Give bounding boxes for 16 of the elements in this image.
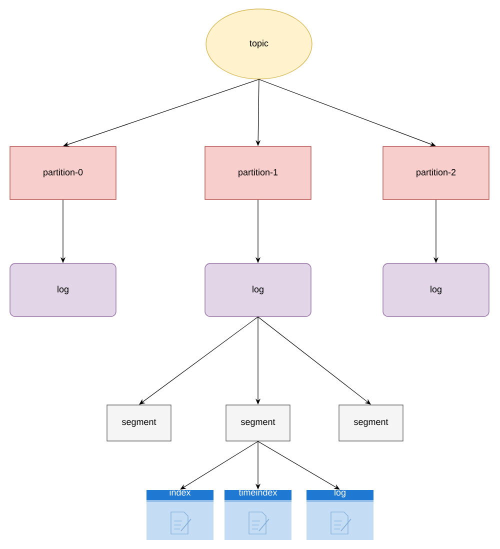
log-box: log [204, 263, 312, 317]
log-box: log [10, 263, 116, 317]
arrow [258, 441, 340, 490]
partition-box: partition-1 [204, 146, 312, 200]
log-box: log [382, 263, 490, 317]
arrow [180, 441, 258, 490]
partition-box: partition-2 [382, 146, 490, 200]
segment-box: segment [226, 404, 290, 442]
file-box: index [146, 489, 214, 540]
arrow [258, 79, 436, 146]
segment-box: segment [338, 404, 404, 442]
file-box: timeindex [224, 489, 292, 540]
file-box: log [306, 489, 374, 540]
segment-box: segment [106, 404, 172, 442]
arrow [63, 79, 260, 147]
partition-box: partition-0 [10, 146, 116, 200]
